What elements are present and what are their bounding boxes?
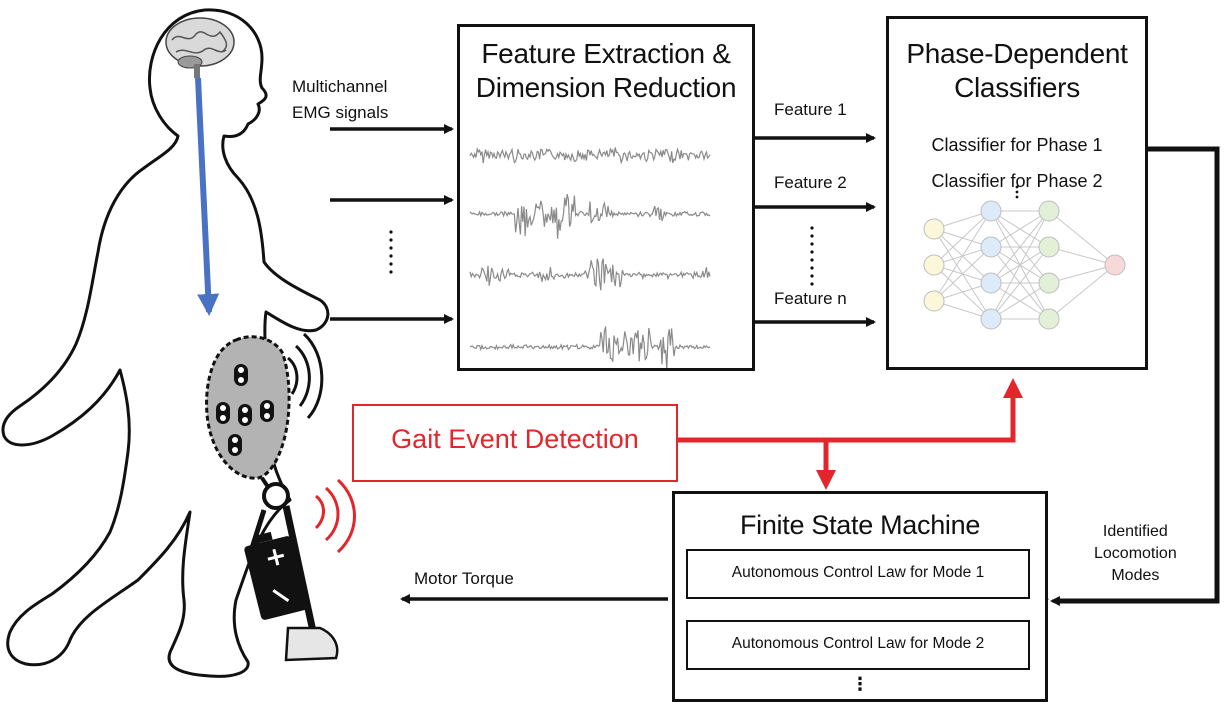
nn-connection [1048,264,1116,284]
nn-connection [990,246,1050,320]
control-law-mode-2: Autonomous Control Law for Mode 2 [686,620,1030,670]
nn-node [980,308,1002,330]
classifier-title: Phase-Dependent Classifiers [906,38,1128,103]
fsm-ellipsis: ⋮ [851,674,869,694]
identified-modes-label: Identified Locomotion Modes [1094,523,1177,584]
nn-connection [933,210,992,266]
nn-node [1104,254,1126,276]
nn-ellipsis-dot [1015,195,1019,199]
nn-connection [990,210,1050,320]
emg-input-arrows [330,124,454,324]
gait-to-classifier-head [1003,378,1023,398]
emg-waveform-4 [469,326,711,368]
classifier-box: Phase-Dependent Classifiers Classifier f… [886,16,1148,370]
locomotion-mode-path [1060,146,1220,604]
nn-ellipsis-dot [1015,190,1019,194]
nn-node [980,200,1002,222]
nn-connection [933,246,992,302]
neural-command-arrow [195,77,220,316]
nn-connection [1048,246,1116,266]
emg-waveforms [469,147,711,368]
emg-waveform-3 [469,258,711,291]
feature-2-label: Feature 2 [774,173,847,192]
nn-node [923,254,945,276]
feature-1-label: Feature 1 [774,100,847,119]
gait-event-arrows [676,392,1016,474]
nn-node [1038,308,1060,330]
nn-connection [990,210,1050,248]
classifier-phase-2: Classifier for Phase 2 [931,171,1103,191]
emg-waveform-2 [469,193,711,239]
control-law-mode-1: Autonomous Control Law for Mode 1 [686,549,1030,599]
nn-node [980,272,1002,294]
nn-connection [1048,264,1116,320]
feature-extraction-box: Feature Extraction & Dimension Reduction [457,24,755,371]
nn-node [923,218,945,240]
fsm-box: Finite State Machine Autonomous Control … [672,491,1048,702]
gait-event-label: Gait Event Detection [391,424,639,454]
knee-wireless-icon [314,478,356,554]
nn-node [923,290,945,312]
brain-icon [165,17,235,78]
neural-network-icon [923,185,1126,330]
nn-connection [1048,210,1116,266]
gait-to-fsm-head [816,470,836,490]
prosthetic-leg [249,476,339,662]
feature-n-label: Feature n [774,289,847,308]
nn-connection [933,210,992,302]
nn-node [980,236,1002,258]
nn-connection [990,282,1050,320]
feature-arrows [755,133,876,327]
nn-node [1038,236,1060,258]
emg-waveform-1 [469,147,711,165]
feature-extraction-title: Feature Extraction & Dimension Reduction [475,38,737,103]
prosthetic-socket [205,335,291,480]
motor-torque-label: Motor Torque [414,569,514,588]
classifier-phase-1: Classifier for Phase 1 [931,135,1103,155]
input-ellipsis [389,230,393,274]
human-silhouette [1,8,330,678]
fsm-title: Finite State Machine [739,510,981,540]
nn-node [1038,200,1060,222]
nn-ellipsis-dot [1015,185,1019,189]
feature-ellipsis [810,226,814,286]
emg-input-label: Multichannel EMG signals [292,77,389,122]
nn-node [1038,272,1060,294]
battery-icon: + [244,531,308,620]
gait-event-box: Gait Event Detection [352,404,678,482]
socket-wireless-icon [286,332,324,420]
nn-connection [990,210,1050,284]
